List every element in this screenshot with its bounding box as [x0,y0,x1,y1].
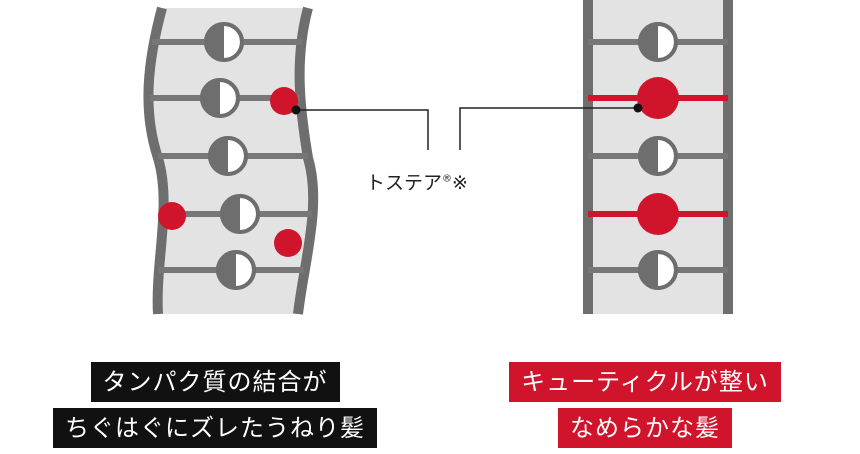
red-dot [270,87,298,115]
note-mark: ※ [452,172,468,194]
bond-circle [200,78,240,118]
misaligned-red-dots [158,87,302,257]
red-dot [274,229,302,257]
leader-line-left [296,109,429,150]
bond-circle [216,250,256,290]
leader-line-right [459,107,638,150]
left-caption: タンパク質の結合が ちぐはぐにズレたうねり髪 [0,362,430,448]
bond-circle [208,136,248,176]
bond-circle [638,250,678,290]
leader-dot-left [291,105,301,115]
red-bond [637,77,679,119]
red-dot [158,202,186,230]
right-caption: キューティクルが整い なめらかな髪 [430,362,860,448]
wavy-bonds [200,22,260,290]
bond-circle [220,194,260,234]
bond-circle [204,22,244,62]
left-caption-line-2: ちぐはぐにズレたうねり髪 [53,408,377,448]
straight-hair-strand [583,0,733,314]
bond-circle [638,22,678,62]
aligned-red-bonds [637,77,679,235]
left-caption-line-1: タンパク質の結合が [90,362,340,402]
wavy-hair-strand [143,6,319,315]
ingredient-label: トステア®※ [366,168,506,195]
red-bond [637,193,679,235]
label-leader-lines [296,107,638,150]
right-caption-line-2: なめらかな髪 [558,408,732,448]
straight-bonds [638,22,678,290]
bond-circle [638,136,678,176]
right-caption-line-1: キューティクルが整い [509,362,781,402]
ingredient-name: トステア [366,172,443,194]
leader-dot-right [633,103,643,113]
registered-mark: ® [442,173,453,185]
